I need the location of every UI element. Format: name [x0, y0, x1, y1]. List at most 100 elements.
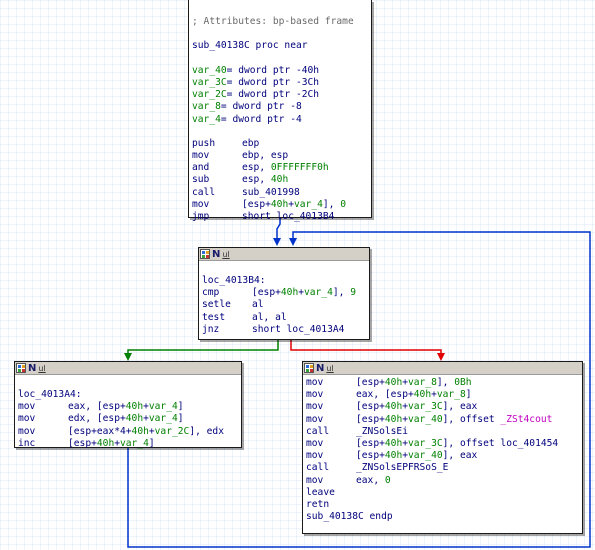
mnemonic: mov [306, 413, 324, 425]
operands: [esp+40h+var_3C], offset loc_401454 [356, 438, 558, 450]
operand-token: eax, [esp+ [68, 401, 126, 413]
operand-token: 40h [125, 401, 144, 413]
spacer [192, 28, 371, 40]
operand-token: + [114, 437, 120, 449]
var-decl-line: var_2C= dword ptr -2Ch [192, 89, 371, 101]
instruction-line[interactable]: mov eax, [esp+40h+var_8] [306, 389, 582, 401]
instruction-line[interactable]: mov[esp+40h+var_3C], offset loc_401454 [306, 438, 582, 450]
operand-token: + [288, 198, 294, 210]
node-header: N ul [303, 362, 582, 375]
operand-token: 40h [131, 425, 149, 437]
operand-token: ], [322, 198, 341, 210]
operand-token: 40h [384, 413, 403, 425]
operand-token: eax, [356, 474, 385, 486]
operand-token: ebp, esp [242, 150, 289, 162]
mnemonic: mov [306, 389, 324, 401]
instruction-line[interactable]: mov[esp+40h+var_3C], eax [306, 401, 582, 413]
operand-token: [esp+ [356, 401, 385, 413]
mnemonic: mov [306, 401, 324, 413]
operand-token: esp, [242, 174, 271, 186]
operand-token: _ZNSolsEi [356, 425, 408, 437]
attributes-comment: ; Attributes: bp-based frame [192, 16, 354, 27]
instruction-line[interactable]: call _ZNSolsEi [306, 426, 582, 438]
operands: [esp+40h+var_4], 9 [252, 287, 356, 299]
node-n-label: N [316, 362, 325, 374]
spacer [192, 126, 371, 138]
mnemonic: mov [192, 150, 210, 162]
instruction-line[interactable]: call_ZNSolsEPFRSoS_E [306, 462, 582, 474]
operand-token: _ZNSolsEPFRSoS_E [356, 462, 449, 474]
mnemonic: mov [306, 377, 324, 388]
instruction-line[interactable]: inc[esp+40h+var_4] [18, 438, 241, 450]
mnemonic: leave [306, 486, 335, 498]
node-ul-label: ul [222, 249, 230, 259]
mnemonic: mov [306, 474, 324, 486]
operand-token: ] [177, 413, 184, 425]
instruction-line[interactable]: mov ebp, esp [192, 150, 371, 162]
node-n-label: N [28, 362, 37, 374]
location-label: loc_4013A4: [18, 389, 82, 400]
operand-token: var_40 [408, 413, 443, 425]
graph-node-icon [200, 249, 210, 259]
node-entry[interactable]: ; Attributes: bp-based frame sub_40138C … [188, 0, 372, 222]
edge-true-branch [124, 340, 279, 361]
instruction-line[interactable]: leave [306, 487, 582, 499]
instruction-line[interactable]: cmp[esp+40h+var_4], 9 [202, 287, 369, 299]
operand-token: var_3C [408, 437, 443, 449]
instruction-line[interactable]: mov eax, 0 [306, 475, 582, 487]
operands: _ZNSolsEPFRSoS_E [356, 462, 448, 474]
operands: [esp+40h+var_40], offset _ZSt4cout [356, 414, 552, 426]
operands: al, al [252, 312, 287, 324]
operand-token: short loc_4013B4 [242, 211, 335, 222]
operand-token: + [143, 401, 149, 413]
var-name: var_8 [192, 101, 221, 113]
node-header: N ul [199, 248, 369, 261]
operand-token: + [143, 413, 149, 425]
mnemonic: call [306, 425, 330, 437]
instruction-line[interactable]: mov[esp+eax*4+40h+var_2C], edx [18, 426, 241, 438]
var-decl-line: var_8= dword ptr -8 [192, 101, 371, 113]
operands: eax, [esp+40h+var_4] [68, 401, 184, 413]
instruction-line[interactable]: mov[esp+40h+var_4], 0 [192, 199, 371, 211]
operand-token: al [252, 299, 264, 311]
instruction-line[interactable]: mov[esp+40h+var_40], eax [306, 450, 582, 462]
operand-token: ], [436, 377, 455, 388]
instruction-line[interactable]: retn [306, 499, 582, 511]
node-n-label: N [212, 248, 221, 260]
mnemonic: sub [192, 174, 210, 186]
operand-token: var_40 [408, 450, 443, 462]
operands: ebp [242, 138, 259, 150]
instruction-line[interactable]: mov[esp+40h+var_8], 0Bh [306, 377, 582, 389]
mnemonic: jmp [192, 211, 210, 222]
instruction-line[interactable]: jmp short loc_4013B4 [192, 211, 371, 223]
instruction-line[interactable]: mov [esp+40h+var_40], offset _ZSt4cout [306, 414, 582, 426]
operand-token: 0 [384, 474, 391, 486]
mnemonic: call [192, 186, 216, 198]
operand-token: [esp+ [252, 287, 281, 299]
var-def: = dword ptr -8 [220, 101, 302, 113]
operand-token: ], offset [442, 413, 501, 425]
node-ul-label: ul [326, 363, 334, 373]
operand-token: var_4 [294, 198, 323, 210]
var-name: var_2C [192, 89, 227, 101]
operands: eax, [esp+40h+var_8] [356, 389, 472, 401]
operands: short loc_4013A4 [252, 324, 344, 336]
edge-entry-to-cond [273, 218, 281, 246]
operand-token: _ZSt4cout [500, 413, 553, 425]
